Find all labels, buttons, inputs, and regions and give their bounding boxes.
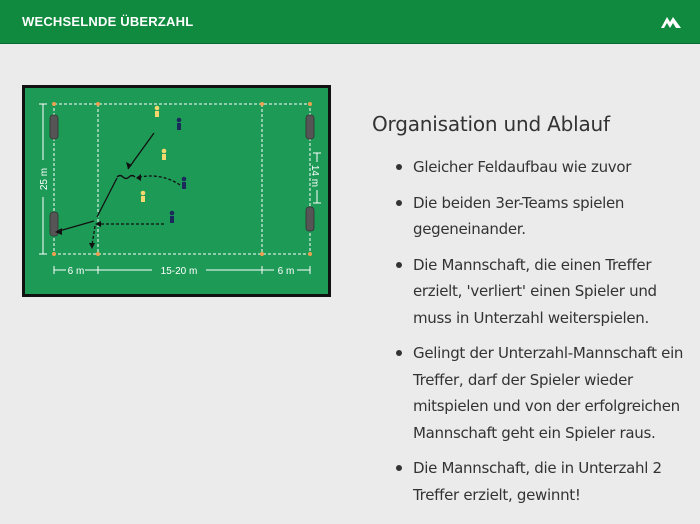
measurement-lines bbox=[39, 103, 321, 274]
exercise-diagram: 6 m 15-20 m 6 m 25 m 14 m bbox=[22, 85, 331, 297]
list-item: Gleicher Feldaufbau wie zuvor bbox=[392, 154, 692, 181]
width-left-label: 6 m bbox=[68, 266, 85, 277]
section-header: WECHSELNDE ÜBERZAHL bbox=[0, 0, 700, 43]
width-middle-label: 15-20 m bbox=[161, 266, 198, 277]
player-navy-3 bbox=[169, 210, 175, 223]
height-right-label: 14 m bbox=[309, 165, 320, 187]
player-yellow-1 bbox=[154, 105, 160, 117]
list-item: Die Mannschaft, die in Unterzahl 2 Treff… bbox=[392, 455, 692, 508]
bullet-list: Gleicher Feldaufbau wie zuvor Die beiden… bbox=[392, 154, 692, 517]
player-yellow-3 bbox=[140, 190, 146, 202]
field-background bbox=[22, 85, 331, 297]
list-item: Gelingt der Unterzahl-Mannschaft ein Tre… bbox=[392, 340, 692, 446]
width-right-label: 6 m bbox=[278, 266, 295, 277]
movement-arrows bbox=[58, 132, 181, 246]
height-left-label: 25 m bbox=[39, 168, 50, 190]
mountain-logo-icon bbox=[661, 17, 681, 28]
player-navy-2 bbox=[181, 176, 187, 189]
goals bbox=[49, 114, 315, 237]
list-item: Die beiden 3er-Teams spielen gegeneinand… bbox=[392, 190, 692, 243]
section-title: WECHSELNDE ÜBERZAHL bbox=[22, 14, 194, 29]
player-navy-1 bbox=[176, 117, 182, 130]
arrow-heads bbox=[55, 162, 141, 249]
field-boundary bbox=[53, 103, 311, 255]
player-yellow-2 bbox=[161, 148, 167, 160]
list-item: Die Mannschaft, die einen Treffer erziel… bbox=[392, 252, 692, 332]
content-heading: Organisation und Ablauf bbox=[372, 112, 610, 136]
cones bbox=[52, 102, 312, 256]
